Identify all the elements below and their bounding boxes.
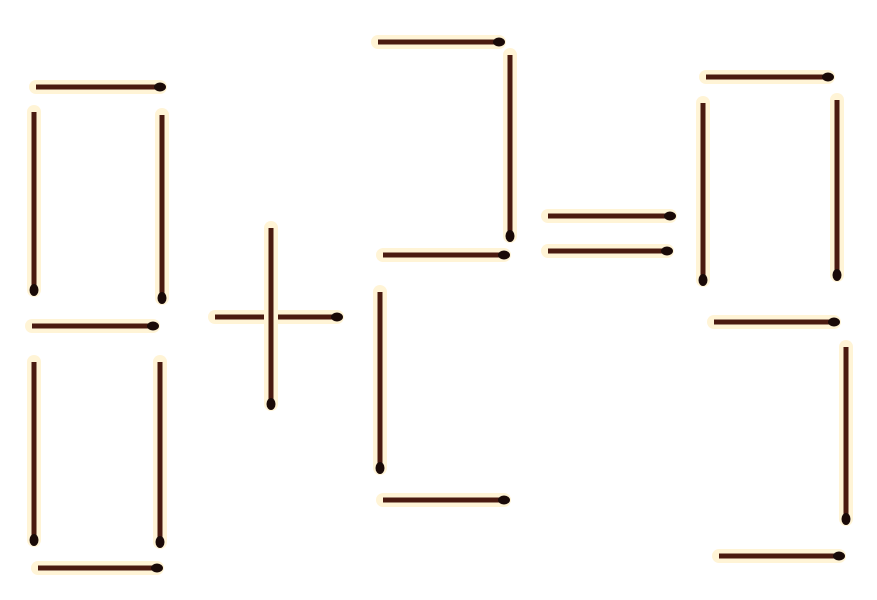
matchstick-head <box>493 38 505 47</box>
matchstick-head <box>331 313 343 322</box>
matchstick-head <box>833 269 842 281</box>
matchstick-head <box>376 462 385 474</box>
matchstick-head <box>498 496 510 505</box>
matchstick[interactable] <box>714 318 840 327</box>
matchstick-head <box>156 536 165 548</box>
matchstick[interactable] <box>383 496 510 505</box>
matchstick[interactable] <box>378 38 505 47</box>
matchstick-head <box>664 212 676 221</box>
matchstick[interactable] <box>38 564 163 573</box>
matchstick[interactable] <box>699 103 708 286</box>
matchstick[interactable] <box>842 347 851 525</box>
matchstick[interactable] <box>383 251 510 260</box>
matchstick-head <box>661 247 673 256</box>
matchstick-head <box>822 73 834 82</box>
matchstick[interactable] <box>156 362 165 548</box>
matchstick[interactable] <box>548 212 676 221</box>
matchstick-head <box>30 534 39 546</box>
matchstick[interactable] <box>36 83 166 92</box>
digit-3-digit <box>699 73 851 561</box>
matchstick-head <box>842 513 851 525</box>
matchstick-head <box>158 292 167 304</box>
matchstick-head <box>498 251 510 260</box>
operator-plus-symbol <box>215 228 343 410</box>
matchstick[interactable] <box>267 228 276 410</box>
matchstick[interactable] <box>158 115 167 304</box>
matchstick[interactable] <box>376 292 385 474</box>
matchstick[interactable] <box>32 322 159 331</box>
matchstick[interactable] <box>30 362 39 546</box>
matchstick[interactable] <box>548 247 673 256</box>
matchstick-head <box>30 284 39 296</box>
matchstick-head <box>267 398 276 410</box>
matchstick-head <box>833 552 845 561</box>
operator-equals-symbol <box>548 212 676 256</box>
digit-1-digit <box>30 83 167 573</box>
matchstick[interactable] <box>706 73 834 82</box>
digit-2-digit <box>376 38 515 505</box>
matchstick[interactable] <box>506 55 515 242</box>
matchstick[interactable] <box>215 313 343 322</box>
matchstick-head <box>154 83 166 92</box>
matchstick[interactable] <box>30 112 39 296</box>
matchstick-head <box>151 564 163 573</box>
matchstick-head <box>828 318 840 327</box>
matchstick-head <box>506 230 515 242</box>
matchstick[interactable] <box>719 552 845 561</box>
matchstick-head <box>699 274 708 286</box>
matchstick-head <box>147 322 159 331</box>
matchstick[interactable] <box>833 100 842 281</box>
